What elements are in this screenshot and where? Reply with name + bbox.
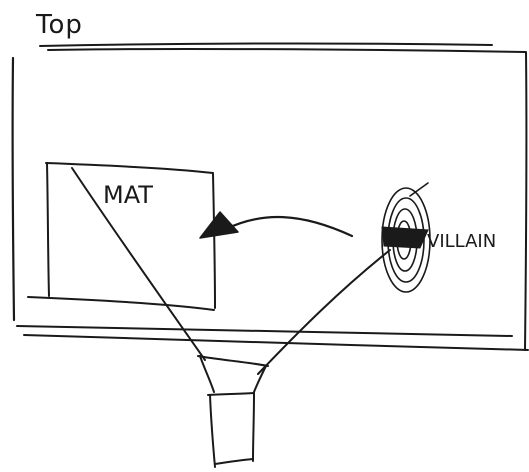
title-underline [40, 43, 492, 46]
stage-top-edge [48, 49, 525, 52]
view-title: Top [36, 10, 83, 40]
stage-bottom-edge-lower [24, 335, 528, 350]
triangle-icon [200, 212, 238, 238]
stage-right-edge [525, 52, 526, 350]
curved-arrow-icon [226, 217, 352, 236]
villain-label: VILLAIN [427, 231, 496, 252]
camera-view-line-right [258, 250, 390, 374]
stage-bottom-edge [17, 326, 512, 336]
spiral-target-icon [382, 183, 430, 292]
camera-body-icon [198, 356, 268, 467]
mat-label: MAT [103, 181, 153, 209]
stage-left-edge [13, 58, 14, 320]
